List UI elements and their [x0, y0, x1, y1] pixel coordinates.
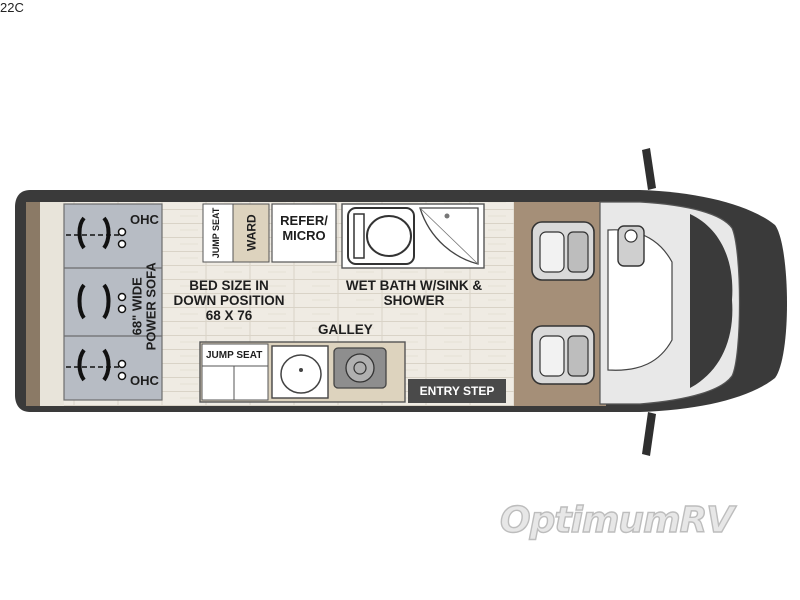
bed-size-label: BED SIZE IN DOWN POSITION 68 X 76 [173, 278, 285, 324]
watermark-logo: OptimumRV [499, 499, 735, 541]
entry-step: ENTRY STEP [408, 379, 506, 403]
passenger-seat-icon [531, 325, 595, 385]
ohc-label-top: OHC [130, 212, 159, 227]
toilet-icon [347, 207, 415, 265]
ward-label: WARD [244, 214, 259, 251]
jump-seat-bottom-label: JUMP SEAT [206, 350, 263, 361]
refer-micro-label: REFER/ MICRO [280, 213, 328, 243]
mirror-icon [642, 148, 656, 456]
steering-wheel-icon [617, 225, 645, 267]
driver-seat-icon [531, 221, 595, 281]
stove-icon [333, 347, 387, 389]
power-sofa [63, 203, 163, 401]
wet-bath-label: WET BATH W/SINK & SHOWER [345, 278, 483, 309]
jump-seat-top-area [202, 203, 234, 263]
sofa-label: 68" WIDE POWER SOFA [129, 262, 159, 351]
galley-label: GALLEY [318, 322, 373, 337]
refer-micro-box [271, 203, 337, 263]
jump-seat-bottom-area [201, 343, 269, 401]
sink-icon [271, 345, 329, 399]
ohc-label-bottom: OHC [130, 373, 159, 388]
shower-icon [419, 207, 479, 265]
jump-seat-top-label: JUMP SEAT [211, 207, 222, 259]
wardrobe [232, 203, 270, 263]
model-number: 22C [0, 0, 24, 15]
